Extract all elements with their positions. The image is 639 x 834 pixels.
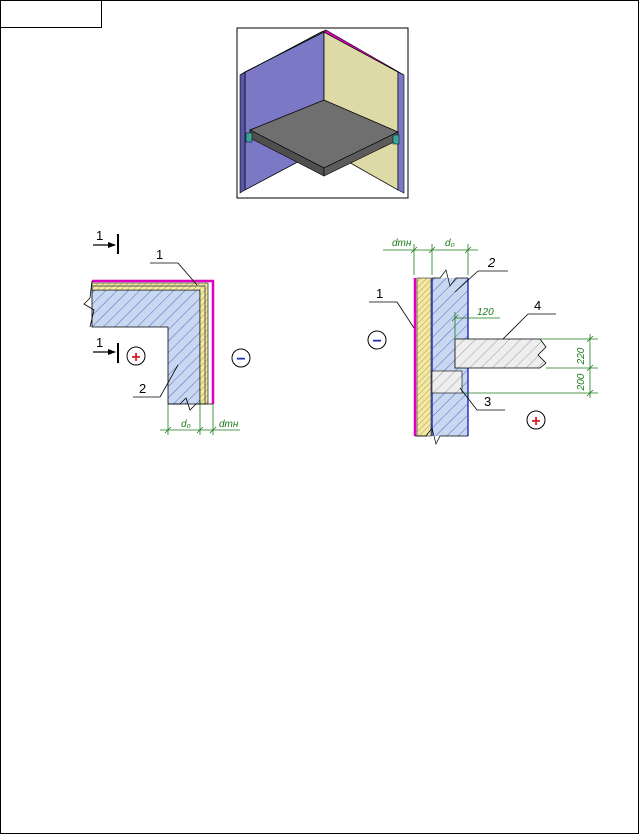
section-insert [431,370,463,394]
svg-text:−: − [372,333,381,350]
plan-callout-wall: 2 [139,381,146,396]
section-mark-bottom-label: 1 [96,335,103,350]
plan-callout-finish: 1 [156,247,163,262]
plan-finish-layer [92,279,215,404]
plan-dim-wall: d₀ [181,419,191,430]
svg-text:+: + [531,413,540,430]
title-stamp-box [0,0,102,28]
section-callout-wall: 2 [487,255,496,270]
plan-dimensions [160,404,240,435]
plan-section: 1 1 1 + − [83,228,251,435]
section-dim-120: 120 [477,307,494,318]
plan-outside-sign [231,348,251,368]
section-top-dimensions [383,244,478,275]
vertical-section: dтн d₀ 2 1 [367,238,598,446]
section-callout-insert: 3 [484,394,491,409]
section-outside-sign [367,330,387,350]
section-mark-top-label: 1 [96,228,103,243]
isometric-corner-view [236,27,409,199]
section-insulation [416,277,432,437]
section-right-dimensions [462,334,598,398]
section-slab [454,338,547,369]
section-dim-220: 220 [576,347,587,365]
section-dim-insulation: dтн [392,238,412,249]
section-callout-slab: 4 [534,298,541,313]
svg-text:+: + [131,349,140,366]
section-inside-sign [526,410,546,430]
plan-inside-sign [126,346,146,366]
plan-dim-insulation: dтн [219,419,239,430]
section-callout-finish: 1 [376,286,383,301]
section-dim-200: 200 [576,373,587,391]
svg-text:−: − [236,351,245,368]
iso-frame [236,27,409,199]
section-dim-wall: d₀ [445,238,455,249]
